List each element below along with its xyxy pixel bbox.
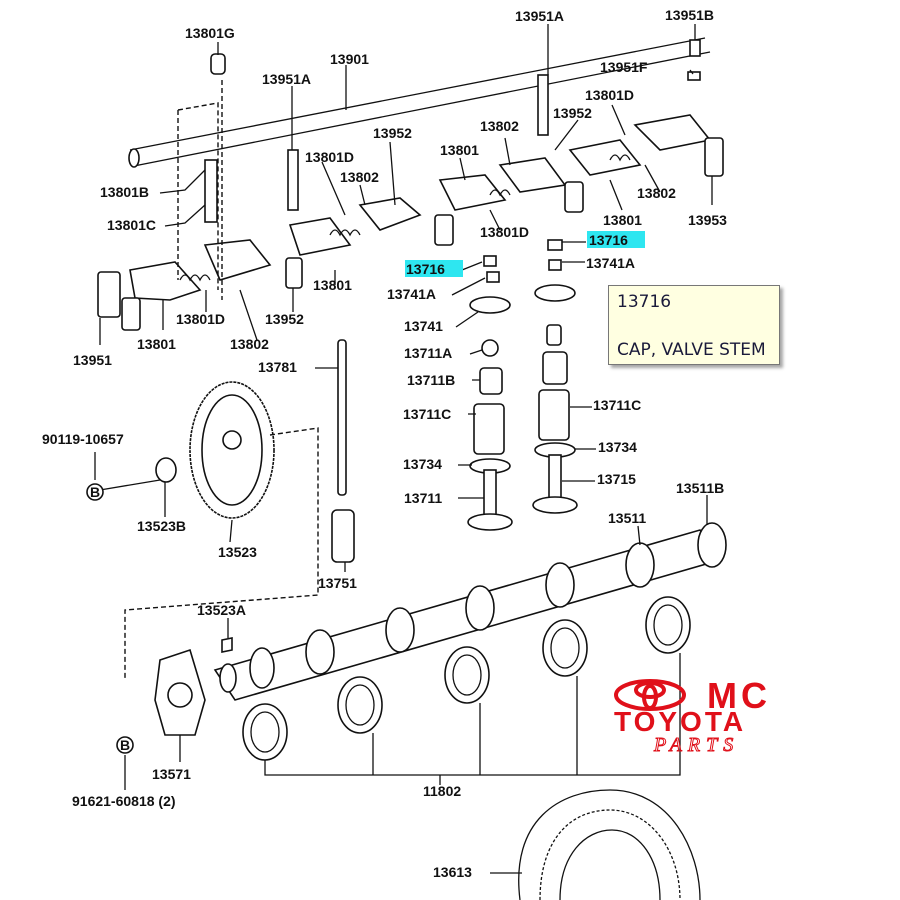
callout-b-2: B [116, 736, 134, 754]
part-label[interactable]: 13951A [262, 71, 311, 87]
svg-text:B: B [90, 484, 100, 500]
highlight-13716-left [405, 260, 463, 277]
part-label[interactable]: 13523A [197, 602, 246, 618]
toyota-emblem-icon [614, 679, 686, 711]
part-label[interactable]: 13613 [433, 864, 472, 880]
rocker-shaft [128, 37, 711, 168]
part-label[interactable]: 13953 [688, 212, 727, 228]
part-label[interactable]: 13734 [598, 439, 637, 455]
part-labels: 13801G 13901 13951A 13951A 13951B 13951F… [42, 7, 727, 880]
part-label[interactable]: 13734 [403, 456, 442, 472]
part-label[interactable]: 13523 [218, 544, 257, 560]
part-label[interactable]: 13901 [330, 51, 369, 67]
part-label[interactable]: 13711B [407, 372, 455, 388]
part-label[interactable]: 13711C [593, 397, 641, 413]
part-label[interactable]: 13801D [480, 224, 529, 240]
part-label[interactable]: 13951F [600, 59, 648, 75]
leader-lines [94, 24, 713, 874]
part-label[interactable]: 13802 [480, 118, 519, 134]
part-label[interactable]: 13951B [665, 7, 714, 23]
part-label[interactable]: 13801 [440, 142, 479, 158]
valve-set-left [467, 255, 513, 531]
part-label[interactable]: 13523B [137, 518, 186, 534]
timing-pulley [518, 789, 701, 900]
callout-b-1: B [86, 483, 104, 501]
svg-text:PARTS: PARTS [653, 734, 739, 756]
camshaft-gear [155, 381, 275, 519]
tooltip-description: CAP, VALVE STEM [617, 340, 766, 360]
camshaft-bearings [242, 596, 691, 785]
part-label[interactable]: 13801C [107, 217, 156, 233]
rocker-arm-assembly [97, 39, 724, 331]
part-label[interactable]: 13571 [152, 766, 191, 782]
svg-text:B: B [120, 737, 130, 753]
part-label[interactable]: 13711 [404, 490, 442, 506]
part-label[interactable]: 13741A [387, 286, 436, 302]
part-label[interactable]: 13801D [305, 149, 354, 165]
part-label[interactable]: 13801G [185, 25, 235, 41]
lifter [331, 509, 355, 563]
part-label[interactable]: 13511B [676, 480, 724, 496]
part-label-highlighted[interactable]: 13716 [589, 232, 628, 248]
part-label[interactable]: 13741 [404, 318, 443, 334]
part-label[interactable]: 13952 [265, 311, 304, 327]
part-label[interactable]: 13802 [637, 185, 676, 201]
part-label[interactable]: 13711A [404, 345, 452, 361]
part-label[interactable]: 90119-10657 [42, 431, 124, 447]
part-label[interactable]: 13951 [73, 352, 112, 368]
part-label[interactable]: 13741A [586, 255, 635, 271]
part-label[interactable]: 11802 [423, 783, 461, 799]
part-label[interactable]: 13801D [176, 311, 225, 327]
part-label[interactable]: 13801B [100, 184, 149, 200]
part-label[interactable]: 13952 [373, 125, 412, 141]
part-tooltip: 13716 CAP, VALVE STEM [608, 285, 780, 365]
part-label-highlighted[interactable]: 13716 [406, 261, 445, 277]
part-label[interactable]: 13715 [597, 471, 636, 487]
svg-text:MC: MC [707, 678, 771, 716]
part-label[interactable]: 13952 [553, 105, 592, 121]
part-label[interactable]: 13511 [608, 510, 646, 526]
svg-text:TOYOTA: TOYOTA [614, 706, 746, 737]
part-label[interactable]: 13801D [585, 87, 634, 103]
part-label[interactable]: 13802 [230, 336, 269, 352]
part-label[interactable]: 13951A [515, 8, 564, 24]
part-label[interactable]: 13801 [313, 277, 352, 293]
camshaft [213, 522, 727, 701]
push-rod [337, 339, 347, 496]
part-label[interactable]: 13801 [603, 212, 642, 228]
part-label[interactable]: 13801 [137, 336, 176, 352]
tooltip-part-number: 13716 [617, 292, 672, 312]
part-label[interactable]: 91621-60818 (2) [72, 793, 176, 809]
part-label[interactable]: 13781 [258, 359, 297, 375]
part-label[interactable]: 13802 [340, 169, 379, 185]
part-label[interactable]: 13711C [403, 406, 451, 422]
valve-set-right [532, 239, 578, 514]
highlight-13716-right [587, 231, 645, 248]
part-label[interactable]: 13751 [318, 575, 357, 591]
thrust-plate [154, 648, 206, 736]
mc-toyota-parts-logo: MC TOYOTA PARTS [614, 678, 771, 757]
